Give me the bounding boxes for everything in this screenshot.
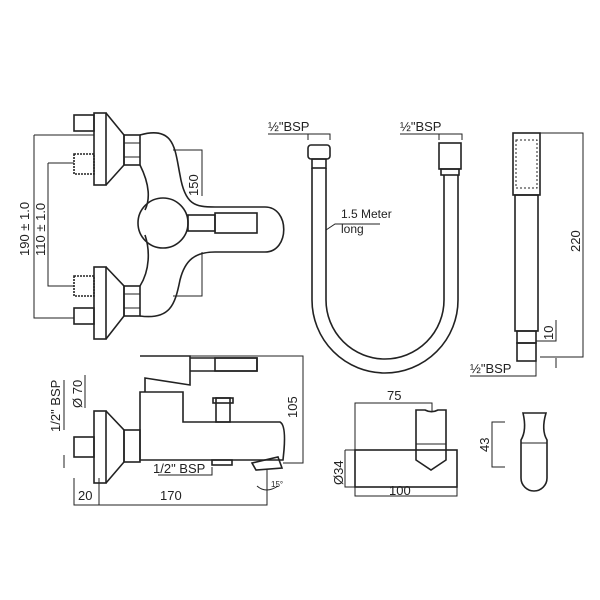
dim-170-label: 170 xyxy=(160,488,182,503)
hand-shower-thread-label: ½"BSP xyxy=(470,361,511,376)
dim-220-label: 220 xyxy=(568,230,583,252)
dim-190-label: 190 ± 1.0 xyxy=(17,202,32,256)
side-thread-label: 1/2" BSP xyxy=(48,380,63,432)
hand-shower: 220 10 ½"BSP xyxy=(470,132,584,377)
mixer-front-view: 190 ± 1.0 110 ± 1.0 150 xyxy=(17,112,285,340)
diameter-70-label: Ø 70 xyxy=(70,380,85,408)
hose-left-thread-label: ½"BSP xyxy=(268,119,309,134)
shower-hose: ½"BSP ½"BSP 1.5 Meter long xyxy=(268,119,463,374)
dim-10-label: 10 xyxy=(541,326,556,340)
dim-34-label: Ø34 xyxy=(331,460,346,485)
mixer-side-view: 1/2" BSP Ø 70 105 1/2" BSP 15° 20 170 xyxy=(48,355,304,506)
dim-150-label: 150 xyxy=(186,174,201,196)
hose-length-label-2: long xyxy=(341,222,364,236)
angle-15-label: 15° xyxy=(271,480,283,489)
dim-43-label: 43 xyxy=(477,438,492,452)
outlet-thread-label: 1/2" BSP xyxy=(153,461,205,476)
dim-75-label: 75 xyxy=(387,388,401,403)
hose-length-label: 1.5 Meter xyxy=(341,207,392,221)
dim-100-label: 100 xyxy=(389,483,411,498)
dim-105-label: 105 xyxy=(285,396,300,418)
hose-right-thread-label: ½"BSP xyxy=(400,119,441,134)
dim-20-label: 20 xyxy=(78,488,92,503)
shower-holder: 75 Ø34 100 43 xyxy=(331,388,548,498)
dim-110-label: 110 ± 1.0 xyxy=(33,203,48,256)
